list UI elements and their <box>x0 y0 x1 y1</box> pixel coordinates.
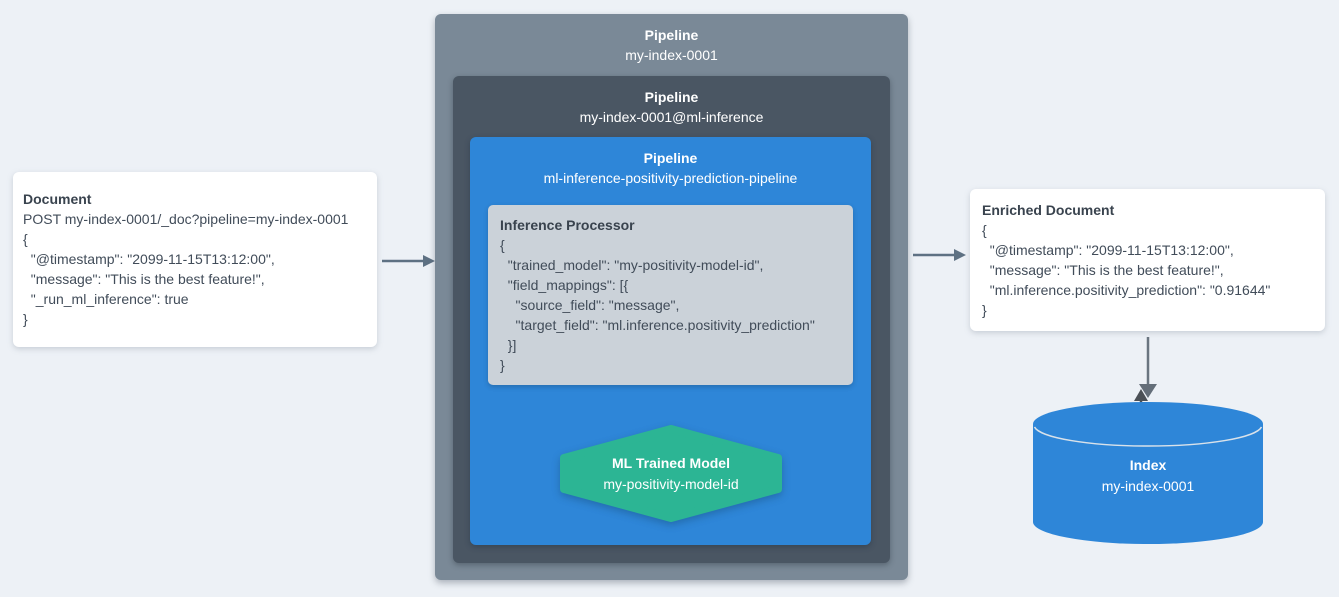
enriched-document-line: "ml.inference.positivity_prediction": "0… <box>982 282 1271 298</box>
ml-trained-model-text: ML Trained Model my-positivity-model-id <box>560 425 782 522</box>
document-card-line: { <box>23 231 28 247</box>
pipeline-name: my-index-0001@ml-inference <box>579 109 764 125</box>
inference-processor-title: Inference Processor <box>500 217 635 233</box>
arrow-right-icon <box>382 255 435 267</box>
ml-trained-model-name: my-positivity-model-id <box>603 475 739 492</box>
pipeline-box-ml-inference-header: Pipeline my-index-0001@ml-inference <box>453 76 890 127</box>
inference-processor-line: }] <box>500 337 517 353</box>
pipeline-label: Pipeline <box>644 27 699 43</box>
inference-processor-box: Inference Processor { "trained_model": "… <box>488 205 853 385</box>
index-label: Index <box>1129 457 1167 473</box>
document-card-title: Document <box>23 191 92 207</box>
arrow-right-icon <box>913 249 966 261</box>
pipeline-label: Pipeline <box>643 150 698 166</box>
enriched-document-card: Enriched Document { "@timestamp": "2099-… <box>970 189 1325 331</box>
document-card-line: "message": "This is the best feature!", <box>23 271 265 287</box>
enriched-document-line: "@timestamp": "2099-11-15T13:12:00", <box>982 242 1234 258</box>
pipeline-name: ml-inference-positivity-prediction-pipel… <box>543 170 798 186</box>
pipeline-box-positivity-header: Pipeline ml-inference-positivity-predict… <box>470 137 871 188</box>
document-card-line: "@timestamp": "2099-11-15T13:12:00", <box>23 251 275 267</box>
enriched-document-line: } <box>982 302 987 318</box>
inference-processor-line: "field_mappings": [{ <box>500 277 629 293</box>
inference-processor-line: "target_field": "ml.inference.positivity… <box>500 317 815 333</box>
pipeline-box-ml-inference: Pipeline my-index-0001@ml-inference Pipe… <box>453 76 1148 563</box>
pipeline-name: my-index-0001 <box>625 47 718 63</box>
inference-processor-line: "trained_model": "my-positivity-model-id… <box>500 257 764 273</box>
index-name: my-index-0001 <box>1101 478 1195 494</box>
enriched-document-line: { <box>982 222 987 238</box>
index-text: Index my-index-0001 <box>1033 455 1263 497</box>
enriched-document-title: Enriched Document <box>982 202 1115 218</box>
ml-trained-model-node: ML Trained Model my-positivity-model-id <box>560 425 782 522</box>
arrow-down-icon <box>1139 337 1157 398</box>
pipeline-box-positivity-prediction: Pipeline ml-inference-positivity-predict… <box>470 137 1148 545</box>
inference-processor-line: } <box>500 357 505 373</box>
pipeline-box-index: Pipeline my-index-0001 Pipeline my-index… <box>435 14 1148 580</box>
document-card-line: POST my-index-0001/_doc?pipeline=my-inde… <box>23 211 349 227</box>
enriched-document-line: "message": "This is the best feature!", <box>982 262 1224 278</box>
document-card-line: "_run_ml_inference": true <box>23 291 189 307</box>
pipeline-box-index-header: Pipeline my-index-0001 <box>435 14 908 65</box>
document-card: Document POST my-index-0001/_doc?pipelin… <box>13 172 377 347</box>
inference-processor-line: { <box>500 237 505 253</box>
document-card-line: } <box>23 311 28 327</box>
index-node: Index my-index-0001 <box>1033 400 1263 546</box>
inference-processor-line: "source_field": "message", <box>500 297 680 313</box>
database-cylinder-icon <box>1033 402 1263 544</box>
ml-trained-model-title: ML Trained Model <box>612 454 730 471</box>
hexagon-shape-icon <box>560 425 782 522</box>
pipeline-label: Pipeline <box>644 89 699 105</box>
